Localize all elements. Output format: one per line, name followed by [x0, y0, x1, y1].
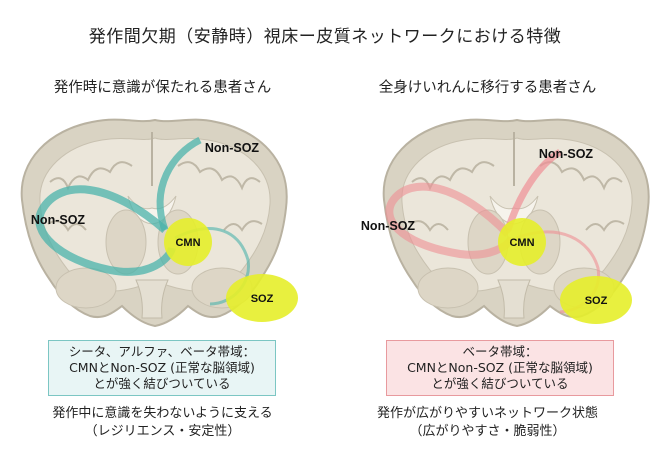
- right-non-soz-left-label: Non-SOZ: [361, 219, 416, 233]
- left-footer: 発作中に意識を失わないように支える （レジリエンス・安定性）: [0, 405, 325, 441]
- right-top-connection: [504, 148, 562, 232]
- right-footer: 発作が広がりやすいネットワーク状態 （広がりやすさ・脆弱性）: [325, 405, 650, 441]
- figure-title: 発作間欠期（安静時）視床ー皮質ネットワークにおける特徴: [88, 27, 562, 47]
- right-footer-line-2: （広がりやすさ・脆弱性）: [409, 424, 566, 439]
- left-footer-line-1: 発作中に意識を失わないように支える: [52, 406, 273, 421]
- left-soz-label: SOZ: [251, 293, 274, 305]
- left-footer-line-2: （レジリエンス・安定性）: [84, 424, 241, 439]
- left-description-box: シータ、アルファ、ベータ帯域： CMNとNon-SOZ (正常な脳領域) とが強…: [48, 340, 276, 396]
- left-soz-highlight: [226, 274, 298, 322]
- right-box-line-3: とが強く結びついている: [431, 376, 569, 391]
- left-non-soz-left-label: Non-SOZ: [31, 213, 86, 227]
- left-side-connection: [35, 185, 176, 276]
- left-non-soz-top-label: Non-SOZ: [205, 141, 260, 155]
- right-soz-label: SOZ: [585, 295, 608, 307]
- left-box-line-1: シータ、アルファ、ベータ帯域：: [68, 344, 256, 359]
- right-footer-line-1: 発作が広がりやすいネットワーク状態: [376, 406, 598, 421]
- right-side-connection: [385, 182, 516, 259]
- left-brain: Non-SOZ Non-SOZ CMN SOZ: [20, 118, 298, 327]
- left-panel-heading: 発作時に意識が保たれる患者さん: [53, 80, 272, 96]
- left-box-line-3: とが強く結びついている: [93, 376, 231, 391]
- left-box-line-2: CMNとNon-SOZ (正常な脳領域): [69, 360, 255, 375]
- right-cmn-label: CMN: [509, 237, 534, 249]
- right-non-soz-top-label: Non-SOZ: [539, 147, 594, 161]
- right-brain: Non-SOZ Non-SOZ CMN SOZ: [361, 118, 650, 327]
- left-cmn-highlight: [164, 218, 212, 266]
- right-soz-highlight: [560, 276, 632, 324]
- left-cmn-label: CMN: [175, 237, 200, 249]
- left-top-connection: [156, 136, 202, 232]
- right-panel-heading: 全身けいれんに移行する患者さん: [378, 80, 597, 96]
- right-description-box: ベータ帯域： CMNとNon-SOZ (正常な脳領域) とが強く結びついている: [386, 340, 614, 396]
- right-box-line-2: CMNとNon-SOZ (正常な脳領域): [407, 360, 593, 375]
- brain-diagrams: Non-SOZ Non-SOZ CMN SOZ Non-SOZ Non-SOZ …: [20, 118, 650, 327]
- right-cmn-highlight: [498, 218, 546, 266]
- right-box-line-1: ベータ帯域：: [462, 344, 538, 359]
